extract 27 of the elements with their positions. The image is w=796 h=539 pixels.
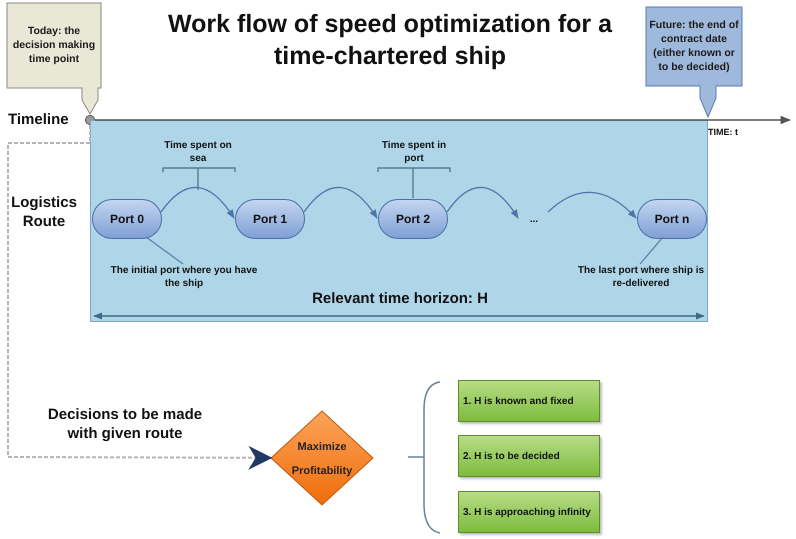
diagram-title: Work flow of speed optimization for a time-chartered ship bbox=[167, 9, 614, 72]
curved-arrow bbox=[446, 186, 519, 219]
axis-label: TIME: t bbox=[708, 126, 739, 139]
bracket-label: Time spent in port bbox=[380, 140, 448, 165]
row-label: Logistics Route bbox=[10, 194, 78, 232]
case-box: 2. H is to be decided bbox=[458, 435, 600, 477]
dashed-arrow bbox=[7, 125, 272, 470]
dimension-label: Relevant time horizon: H bbox=[311, 289, 489, 309]
bracket-label: Time spent on sea bbox=[164, 140, 232, 165]
port-note: The last port where ship is re-delivered bbox=[573, 265, 709, 295]
decision-diamond: Maximize Profitability bbox=[270, 410, 374, 506]
port-pill: Port 1 bbox=[235, 199, 305, 239]
case-box: 3. H is approaching infinity bbox=[458, 491, 600, 533]
leader-line bbox=[146, 236, 184, 265]
curved-arrow bbox=[303, 186, 378, 219]
callout-box: Future: the end of contract date (either known or to be decided) bbox=[645, 6, 743, 118]
port-pill: Port n bbox=[637, 199, 707, 239]
port-pill: Port 2 bbox=[378, 199, 448, 239]
curved-arrow bbox=[160, 186, 235, 219]
ellipsis-text: ... bbox=[519, 209, 549, 229]
port-note: The initial port where you have the ship bbox=[109, 265, 259, 295]
leader-line bbox=[640, 236, 664, 264]
case-box: 1. H is known and fixed bbox=[458, 380, 600, 422]
curved-arrow bbox=[548, 192, 637, 219]
port-pill: Port 0 bbox=[92, 199, 162, 239]
time-horizon-panel bbox=[90, 120, 708, 322]
row-label: Decisions to be made with given route bbox=[46, 406, 204, 444]
